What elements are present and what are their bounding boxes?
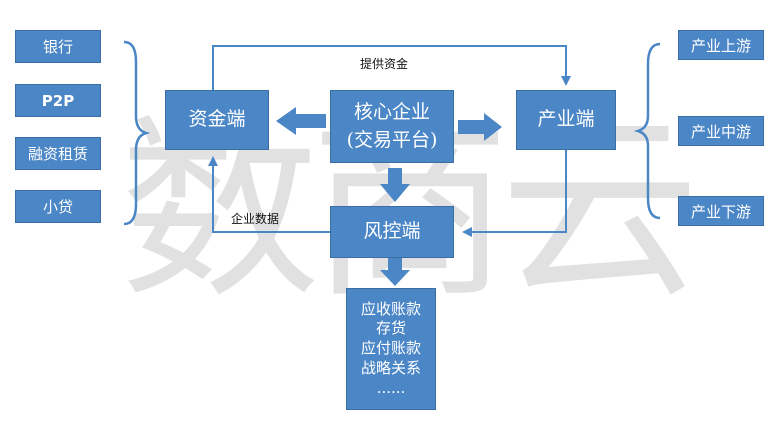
capital-node: 资金端 <box>165 90 269 150</box>
left-brace <box>123 40 151 226</box>
core-to-capital-arrow <box>276 107 326 135</box>
risk-item: 应收账款 <box>360 299 421 318</box>
risk-item: 应付账款 <box>360 339 421 358</box>
risk-item: ...... <box>376 378 406 397</box>
core-to-industry-arrow <box>458 113 502 141</box>
industry-node: 产业端 <box>516 90 616 150</box>
funder-bank: 银行 <box>15 30 101 63</box>
enterprise-data-connector <box>208 156 330 233</box>
core-enterprise-title: 核心企业 <box>353 100 430 123</box>
right-brace <box>633 42 661 220</box>
industry-midstream: 产业中游 <box>678 116 764 146</box>
provide-funds-label: 提供资金 <box>360 57 409 71</box>
core-enterprise-node: 核心企业 (交易平台) <box>330 90 454 163</box>
core-to-risk-arrow <box>380 168 410 202</box>
core-enterprise-subtitle: (交易平台) <box>346 128 438 151</box>
provide-funds-connector <box>212 45 571 90</box>
risk-item: 存货 <box>375 319 406 338</box>
risk-control-node: 风控端 <box>330 206 454 258</box>
funder-p2p: P2P <box>15 84 101 117</box>
enterprise-data-label: 企业数据 <box>231 212 280 226</box>
industry-downstream: 产业下游 <box>678 196 764 226</box>
risk-item: 战略关系 <box>360 358 421 377</box>
risk-to-list-arrow <box>380 258 410 286</box>
industry-to-risk-connector <box>462 150 567 237</box>
funder-microloan: 小贷 <box>15 190 101 223</box>
industry-upstream: 产业上游 <box>678 30 764 60</box>
risk-items-box: 应收账款 存货 应付账款 战略关系 ...... <box>346 288 436 410</box>
funder-leasing: 融资租赁 <box>15 137 101 170</box>
